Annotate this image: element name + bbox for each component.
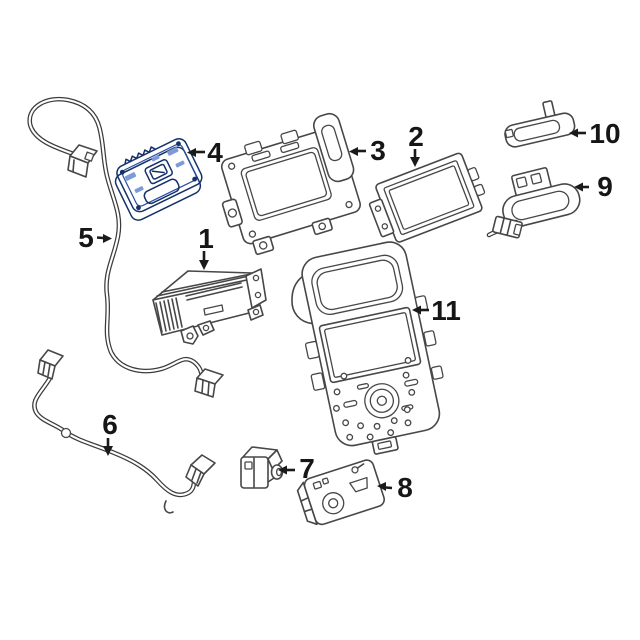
module-detail-dashes <box>124 147 185 193</box>
callout-5: 5 <box>78 222 112 253</box>
callout-10: 10 <box>569 118 621 149</box>
callout-number-11: 11 <box>431 295 461 326</box>
callout-1: 1 <box>198 223 214 270</box>
callout-9: 9 <box>574 171 613 202</box>
part-5-antenna-cable <box>27 96 224 398</box>
part-7-connector-plug <box>240 446 284 489</box>
callout-number-7: 7 <box>299 453 315 484</box>
callout-6: 6 <box>102 409 118 456</box>
module-screws <box>119 141 198 211</box>
part-6-wiring-harness <box>32 349 216 514</box>
part-9-antenna-module <box>486 167 581 239</box>
callout-8: 8 <box>377 472 413 503</box>
callout-number-8: 8 <box>397 472 413 503</box>
callout-number-4: 4 <box>207 137 223 168</box>
part-11-radio-faceplate <box>291 241 444 455</box>
callout-3: 3 <box>349 135 386 166</box>
part-1-radio-unit <box>152 268 267 345</box>
callout-11: 11 <box>412 295 461 326</box>
part-4-interface-module <box>114 138 203 221</box>
callout-number-5: 5 <box>78 222 94 253</box>
callout-number-1: 1 <box>198 223 214 254</box>
callout-4: 4 <box>187 137 223 168</box>
part-10-module-bracket <box>504 100 576 148</box>
callout-2: 2 <box>408 121 424 167</box>
callout-7: 7 <box>278 453 315 484</box>
faceplate-holes <box>332 356 416 441</box>
callout-number-3: 3 <box>370 135 386 166</box>
part-2-display-screen <box>368 152 486 243</box>
callout-number-9: 9 <box>597 171 613 202</box>
callout-number-6: 6 <box>102 409 118 440</box>
part-8-media-hub <box>296 459 385 526</box>
part-3-display-bracket <box>220 112 361 256</box>
callout-number-10: 10 <box>589 118 620 149</box>
callout-number-2: 2 <box>408 121 424 152</box>
